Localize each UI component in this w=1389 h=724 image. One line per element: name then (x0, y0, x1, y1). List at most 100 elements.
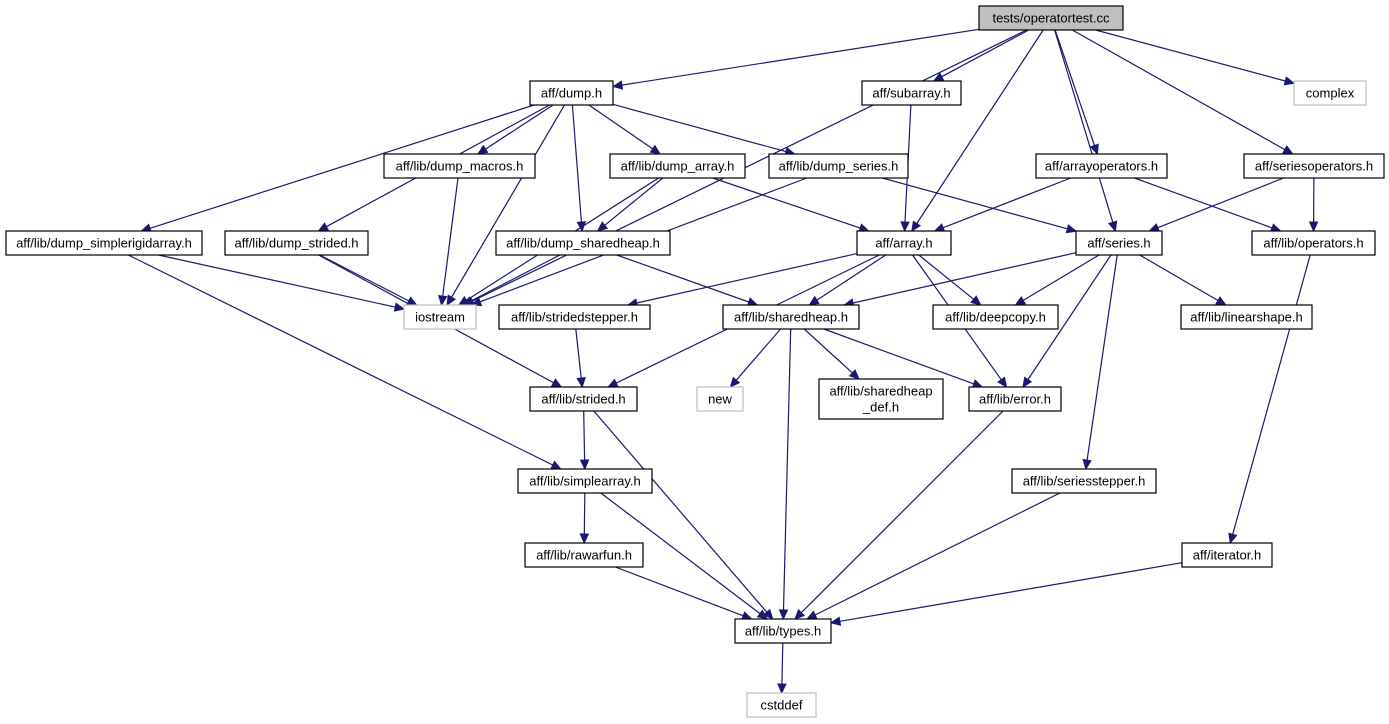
node-label: aff/lib/seriesstepper.h (1023, 474, 1146, 489)
node-dump-simplerigid[interactable]: aff/lib/dump_simplerigidarray.h (5, 230, 203, 256)
node-simplearray[interactable]: aff/lib/simplearray.h (517, 468, 653, 494)
edge-rawarfun-to-types (615, 566, 753, 621)
node-label: new (708, 392, 732, 407)
edge-dump-to-dump_array (588, 104, 662, 155)
node-label: aff/subarray.h (872, 86, 950, 101)
node-box (529, 80, 614, 106)
node-label: cstddef (761, 698, 803, 713)
edge-strided-to-simplearray (579, 410, 590, 471)
edge-types-to-cstddef (777, 642, 787, 695)
node-label: aff/lib/strided.h (541, 392, 625, 407)
edge-iterator-to-types (829, 562, 1183, 626)
edge-series-to-seriesstepper (1082, 254, 1118, 471)
edges-layer (128, 28, 1319, 695)
node-label: aff/lib/sharedheap (829, 384, 932, 399)
node-label: aff/dump.h (541, 86, 602, 101)
edge-array-to-stridedstepper (626, 253, 858, 308)
edge-error-to-types (794, 410, 1004, 620)
node-linearshape[interactable]: aff/lib/linearshape.h (1180, 304, 1313, 330)
node-strided[interactable]: aff/lib/strided.h (529, 386, 638, 412)
node-operators[interactable]: aff/lib/operators.h (1251, 230, 1376, 256)
node-box (495, 230, 671, 256)
node-label: complex (1306, 86, 1355, 101)
node-box (978, 5, 1124, 31)
edge-array-to-sharedheap (808, 254, 887, 306)
node-label: aff/lib/linearshape.h (1190, 310, 1303, 325)
edge-root-to-dump (611, 28, 980, 90)
node-dump-strided[interactable]: aff/lib/dump_strided.h (224, 230, 369, 256)
edge-dump-to-dump_macros (476, 104, 554, 155)
node-box (1181, 542, 1273, 568)
node-box (609, 153, 746, 179)
node-deepcopy[interactable]: aff/lib/deepcopy.h (932, 304, 1059, 330)
node-label: aff/lib/deepcopy.h (945, 310, 1046, 325)
node-box (722, 304, 860, 330)
node-label: aff/lib/rawarfun.h (536, 548, 632, 563)
node-iostream: iostream (403, 304, 477, 330)
edge-strided-to-types (593, 410, 774, 620)
node-types[interactable]: aff/lib/types.h (734, 618, 832, 644)
node-box (498, 304, 651, 330)
node-label: aff/lib/dump_strided.h (234, 236, 358, 251)
node-label: aff/lib/sharedheap.h (734, 310, 848, 325)
edge-operators-to-iterator (1228, 254, 1311, 545)
edge-arrayoperators-to-array (933, 177, 1071, 233)
node-dump-macros[interactable]: aff/lib/dump_macros.h (383, 153, 536, 179)
node-label: tests/operatortest.cc (992, 11, 1110, 26)
node-box (1180, 304, 1313, 330)
node-label: iostream (415, 310, 465, 325)
node-cstddef: cstddef (746, 692, 817, 718)
node-label: aff/array.h (875, 236, 932, 251)
node-dump-series[interactable]: aff/lib/dump_series.h (768, 153, 909, 179)
edge-dump_strided-to-iostream (319, 254, 418, 306)
node-box (746, 692, 817, 718)
node-box (529, 386, 638, 412)
node-label: aff/arrayoperators.h (1045, 159, 1158, 174)
node-box (1035, 153, 1168, 179)
node-iterator[interactable]: aff/iterator.h (1181, 542, 1273, 568)
node-label: aff/series.h (1087, 236, 1150, 251)
node-box (1251, 230, 1376, 256)
node-box (383, 153, 536, 179)
edge-simplearray-to-rawarfun (579, 492, 590, 545)
edge-sharedheap-to-error (823, 328, 984, 389)
edge-dump_array-to-dump_sharedheap (596, 177, 664, 232)
node-box (5, 230, 203, 256)
node-series[interactable]: aff/series.h (1075, 230, 1163, 256)
node-stridedstepper[interactable]: aff/lib/stridedstepper.h (498, 304, 651, 330)
edge-series-to-linearshape (1139, 254, 1227, 306)
edge-root-to-complex (1095, 29, 1296, 86)
node-error[interactable]: aff/lib/error.h (968, 386, 1062, 412)
node-dump-sharedheap[interactable]: aff/lib/dump_sharedheap.h (495, 230, 671, 256)
node-seriesstepper[interactable]: aff/lib/seriesstepper.h (1011, 468, 1157, 494)
edge-seriesoperators-to-operators (1308, 177, 1319, 233)
node-rawarfun[interactable]: aff/lib/rawarfun.h (524, 542, 644, 568)
edge-arrayoperators-to-operators (1134, 177, 1282, 233)
edge-dump-to-dump_series (612, 103, 796, 157)
node-dump-array[interactable]: aff/lib/dump_array.h (609, 153, 746, 179)
node-root[interactable]: tests/operatortest.cc (978, 5, 1124, 31)
edge-dump-to-iostream (446, 104, 566, 307)
node-box (1011, 468, 1157, 494)
node-label: aff/lib/dump_sharedheap.h (506, 236, 660, 251)
edge-sharedheap-to-types (778, 328, 792, 621)
node-sharedheap-def[interactable]: aff/lib/sharedheap_def.h (818, 378, 944, 420)
node-box (932, 304, 1059, 330)
edge-dump_series-to-series (882, 177, 1078, 234)
node-label: aff/lib/dump_series.h (779, 159, 899, 174)
node-array[interactable]: aff/array.h (856, 230, 952, 256)
node-sharedheap[interactable]: aff/lib/sharedheap.h (722, 304, 860, 330)
edge-seriesstepper-to-types (805, 492, 1061, 620)
node-label: aff/lib/dump_macros.h (396, 159, 524, 174)
node-box (768, 153, 909, 179)
node-complex: complex (1293, 80, 1367, 106)
edge-root-to-seriesoperators (1072, 29, 1294, 155)
node-arrayoperators[interactable]: aff/arrayoperators.h (1035, 153, 1168, 179)
node-subarray[interactable]: aff/subarray.h (861, 80, 962, 106)
node-dump[interactable]: aff/dump.h (529, 80, 614, 106)
node-label: aff/lib/simplearray.h (529, 474, 641, 489)
node-seriesoperators[interactable]: aff/seriesoperators.h (1243, 153, 1385, 179)
edge-series-to-deepcopy (1014, 254, 1100, 306)
node-label: aff/lib/stridedstepper.h (511, 310, 638, 325)
